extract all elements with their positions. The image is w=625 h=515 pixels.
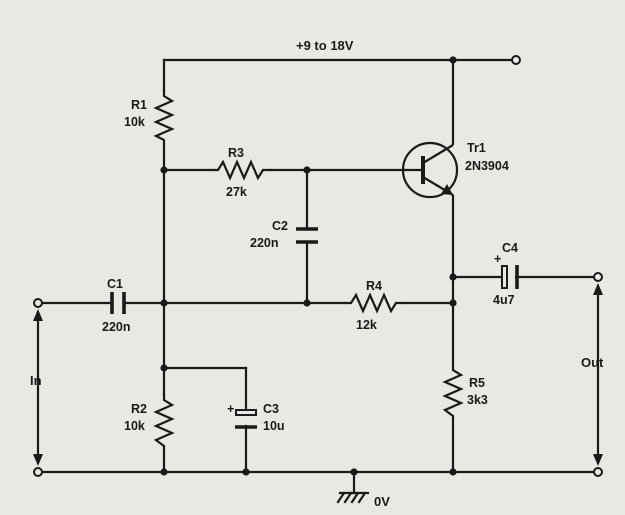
junction-dot [303,166,311,174]
junction-dot [350,468,358,476]
r4-ref: R4 [366,279,382,293]
resistor-r5 [442,364,464,426]
r4-value: 12k [356,318,377,332]
r5-ref: R5 [469,376,485,390]
r1-ref: R1 [131,98,147,112]
input-terminal [33,298,43,308]
c1-value: 220n [102,320,131,334]
input-ground-terminal [33,467,43,477]
junction-dot [449,273,457,281]
r3-value: 27k [226,185,247,199]
supply-label: +9 to 18V [296,38,354,53]
output-terminal [593,272,603,282]
terminals [33,55,603,477]
output-voltage-arrow [593,283,603,466]
junction-dot [449,468,457,476]
transistor-tr1 [401,141,459,199]
junction-dot [160,364,168,372]
junction-dot [449,299,457,307]
junction-dot [449,56,457,64]
c3-ref: C3 [263,402,279,416]
c4-value: 4u7 [493,293,515,307]
output-label: Out [581,355,604,370]
junction-dot [242,468,250,476]
r2-ref: R2 [131,402,147,416]
r2-value: 10k [124,419,145,433]
output-ground-terminal [593,467,603,477]
resistor-r4 [345,292,403,314]
tr1-ref: Tr1 [467,141,486,155]
capacitor-c4 [501,265,519,289]
input-label: In [30,373,42,388]
capacitor-c2 [296,227,318,244]
c2-ref: C2 [272,219,288,233]
junction-dot [303,299,311,307]
r3-ref: R3 [228,146,244,160]
resistor-r2 [153,394,175,452]
resistor-r3 [212,159,272,181]
resistor-r1 [153,90,175,146]
junctions [160,56,457,476]
c1-ref: C1 [107,277,123,291]
junction-dot [160,166,168,174]
supply-terminal [511,55,521,65]
c4-ref: C4 [502,241,518,255]
r1-value: 10k [124,115,145,129]
c2-value: 220n [250,236,279,250]
capacitor-c3 [235,409,257,429]
c3-polarity: + [227,402,234,416]
r5-value: 3k3 [467,393,488,407]
tr1-value: 2N3904 [465,159,509,173]
junction-dot [160,468,168,476]
capacitor-c1 [110,292,126,314]
c3-value: 10u [263,419,285,433]
ground-label: 0V [374,494,390,509]
input-voltage-arrow [33,309,43,466]
ground-symbol [336,491,370,504]
c4-polarity: + [494,252,501,266]
junction-dot [160,299,168,307]
